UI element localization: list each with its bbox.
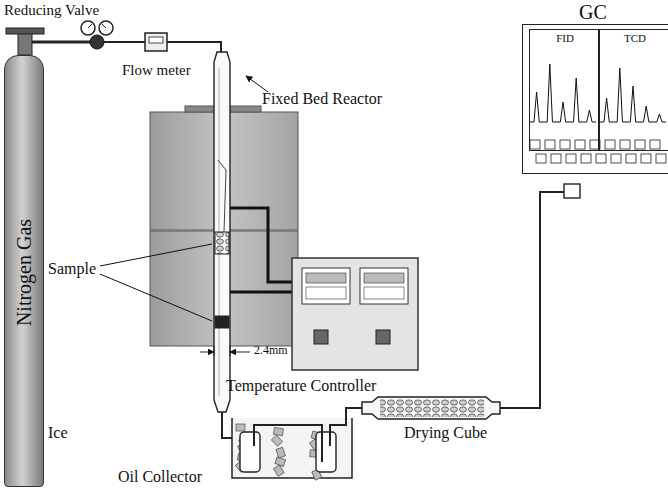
part-label: Oil Collector xyxy=(118,468,202,486)
part-label: Sample xyxy=(48,260,96,278)
gc-instrument: GCFIDTCD xyxy=(522,24,668,174)
part-label: Drying Cube xyxy=(404,424,487,442)
fid-panel: FID xyxy=(529,29,599,151)
cylinder-label: Nitrogen Gas xyxy=(14,218,37,325)
part-label: Fixed Bed Reactor xyxy=(262,90,382,108)
instrument-title: GC xyxy=(579,1,607,24)
detector-label: TCD xyxy=(624,32,646,44)
part-label: Ice xyxy=(48,424,68,442)
detector-label: FID xyxy=(556,32,574,44)
part-label: Temperature Controller xyxy=(226,377,376,395)
tcd-panel: TCD xyxy=(599,29,668,151)
gas-cylinder: Nitrogen Gas xyxy=(4,55,44,487)
part-label: Reducing Valve xyxy=(4,2,99,19)
dimension-label: 2.4mm xyxy=(254,344,288,357)
part-label: Flow meter xyxy=(122,62,191,79)
